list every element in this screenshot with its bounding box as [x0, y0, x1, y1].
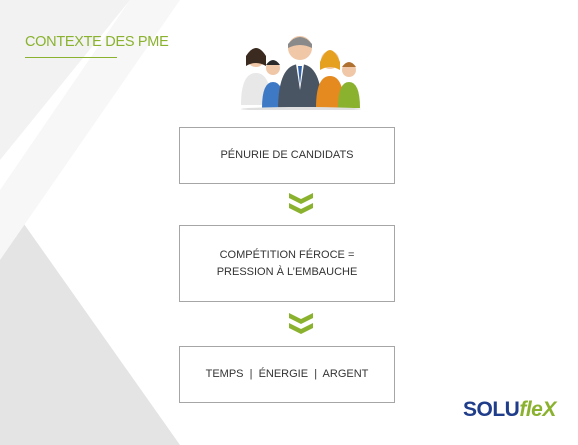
- logo-part-x: X: [542, 398, 556, 421]
- step-box-2-line2: PRESSION À L’EMBAUCHE: [216, 265, 358, 278]
- solutflex-logo: SOLUfleX: [463, 398, 556, 422]
- logo-part-solu: SOLU: [463, 398, 520, 421]
- title-underline: [25, 57, 117, 58]
- step-box-2: COMPÉTITION FÉROCE = PRESSION À L’EMBAUC…: [179, 225, 395, 302]
- step-box-1: PÉNURIE DE CANDIDATS: [179, 127, 395, 184]
- slide-title: CONTEXTE DES PME: [25, 34, 169, 50]
- step-box-3-line1: TEMPS | ÉNERGIE | ARGENT: [205, 368, 369, 380]
- people-group-icon: [241, 36, 361, 110]
- logo-part-flex: fle: [519, 398, 543, 421]
- step-box-3: TEMPS | ÉNERGIE | ARGENT: [179, 346, 395, 403]
- chevron-down-icon: [289, 193, 313, 214]
- step-box-1-line1: PÉNURIE DE CANDIDATS: [220, 149, 354, 161]
- step-box-2-line1: COMPÉTITION FÉROCE =: [219, 248, 355, 261]
- chevron-down-icon: [289, 313, 313, 334]
